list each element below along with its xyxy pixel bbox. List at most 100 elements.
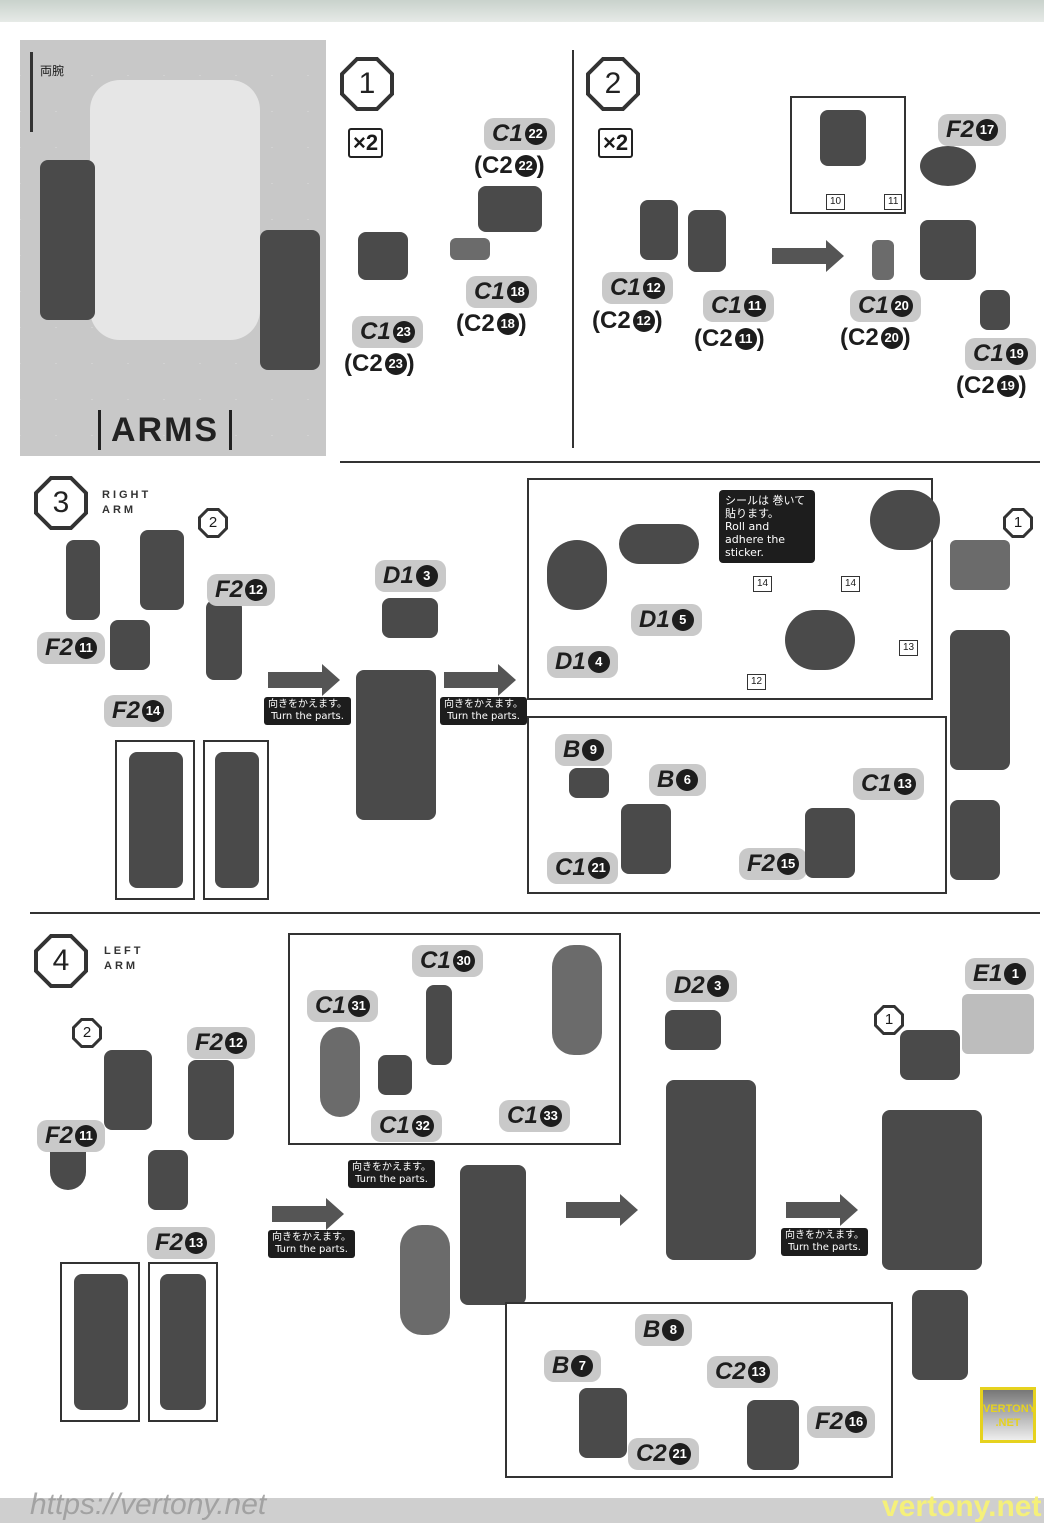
bottom-strip — [0, 1498, 1044, 1523]
part-illustration — [188, 1060, 234, 1140]
sticker-number: 10 — [826, 194, 846, 210]
part-illustration — [215, 752, 259, 888]
step-4-marker: 4 — [34, 934, 88, 988]
part-illustration — [980, 290, 1010, 330]
part-illustration — [356, 670, 436, 820]
next-arrow — [566, 1194, 638, 1226]
section-header-arms: 両腕 ARMS — [20, 40, 326, 456]
part-illustration — [378, 1055, 412, 1095]
sticker-note: シールは 巻いて貼ります。Roll and adhere the sticker… — [719, 490, 815, 563]
part-illustration — [104, 1050, 152, 1130]
part-illustration — [382, 598, 438, 638]
part-illustration — [785, 610, 855, 670]
next-arrow — [786, 1194, 858, 1226]
part-illustration — [160, 1274, 206, 1410]
step-3-marker: 3 — [34, 476, 88, 530]
divider — [30, 912, 1040, 914]
part-illustration — [920, 220, 976, 280]
step-2-marker: 2 — [586, 57, 640, 111]
part-illustration — [950, 630, 1010, 770]
hand-illustration — [579, 1388, 627, 1458]
detail-box — [60, 1262, 140, 1422]
part-illustration — [640, 200, 678, 260]
right-arm-illustration — [40, 160, 95, 320]
accent-bar — [30, 52, 33, 132]
sticker-number: 14 — [753, 576, 773, 592]
left-arm-illustration — [260, 230, 320, 370]
part-illustration — [665, 1010, 721, 1050]
part-illustration — [426, 985, 452, 1065]
part-illustration — [400, 1225, 450, 1335]
part-illustration — [66, 540, 100, 620]
step-reference: 2 — [198, 508, 228, 538]
part-illustration — [478, 186, 542, 232]
hand-illustration — [912, 1290, 968, 1380]
quantity-x2: ×2 — [598, 128, 634, 158]
divider — [572, 50, 574, 448]
part-illustration — [110, 620, 150, 670]
part-illustration — [547, 540, 607, 610]
part-illustration — [870, 490, 940, 550]
part-illustration — [569, 768, 609, 798]
turn-parts-note: 向きをかえます。Turn the parts. — [268, 1230, 355, 1258]
step-reference: 2 — [72, 1018, 102, 1048]
robot-silhouette — [90, 80, 260, 340]
section-title: ARMS — [98, 410, 233, 450]
hand-illustration — [950, 800, 1000, 880]
next-arrow — [272, 1198, 344, 1230]
turn-parts-note: 向きをかえます。Turn the parts. — [348, 1160, 435, 1188]
watermark-site: vertony.net — [882, 1490, 1042, 1523]
part-illustration — [148, 1150, 188, 1210]
part-illustration — [140, 530, 184, 610]
part-illustration — [900, 1030, 960, 1080]
top-strip — [0, 0, 1044, 22]
sticker-number: 14 — [841, 576, 861, 592]
turn-parts-note: 向きをかえます。Turn the parts. — [781, 1228, 868, 1256]
part-illustration — [882, 1110, 982, 1270]
hand-illustration — [621, 804, 671, 874]
part-illustration — [962, 994, 1034, 1054]
sticker-number: 11 — [884, 194, 903, 210]
watermark-url: https://vertony.net — [30, 1488, 267, 1521]
sticker-number: 13 — [899, 640, 919, 656]
sticker-detail-box: 10 11 — [790, 96, 906, 214]
part-illustration — [920, 146, 976, 186]
